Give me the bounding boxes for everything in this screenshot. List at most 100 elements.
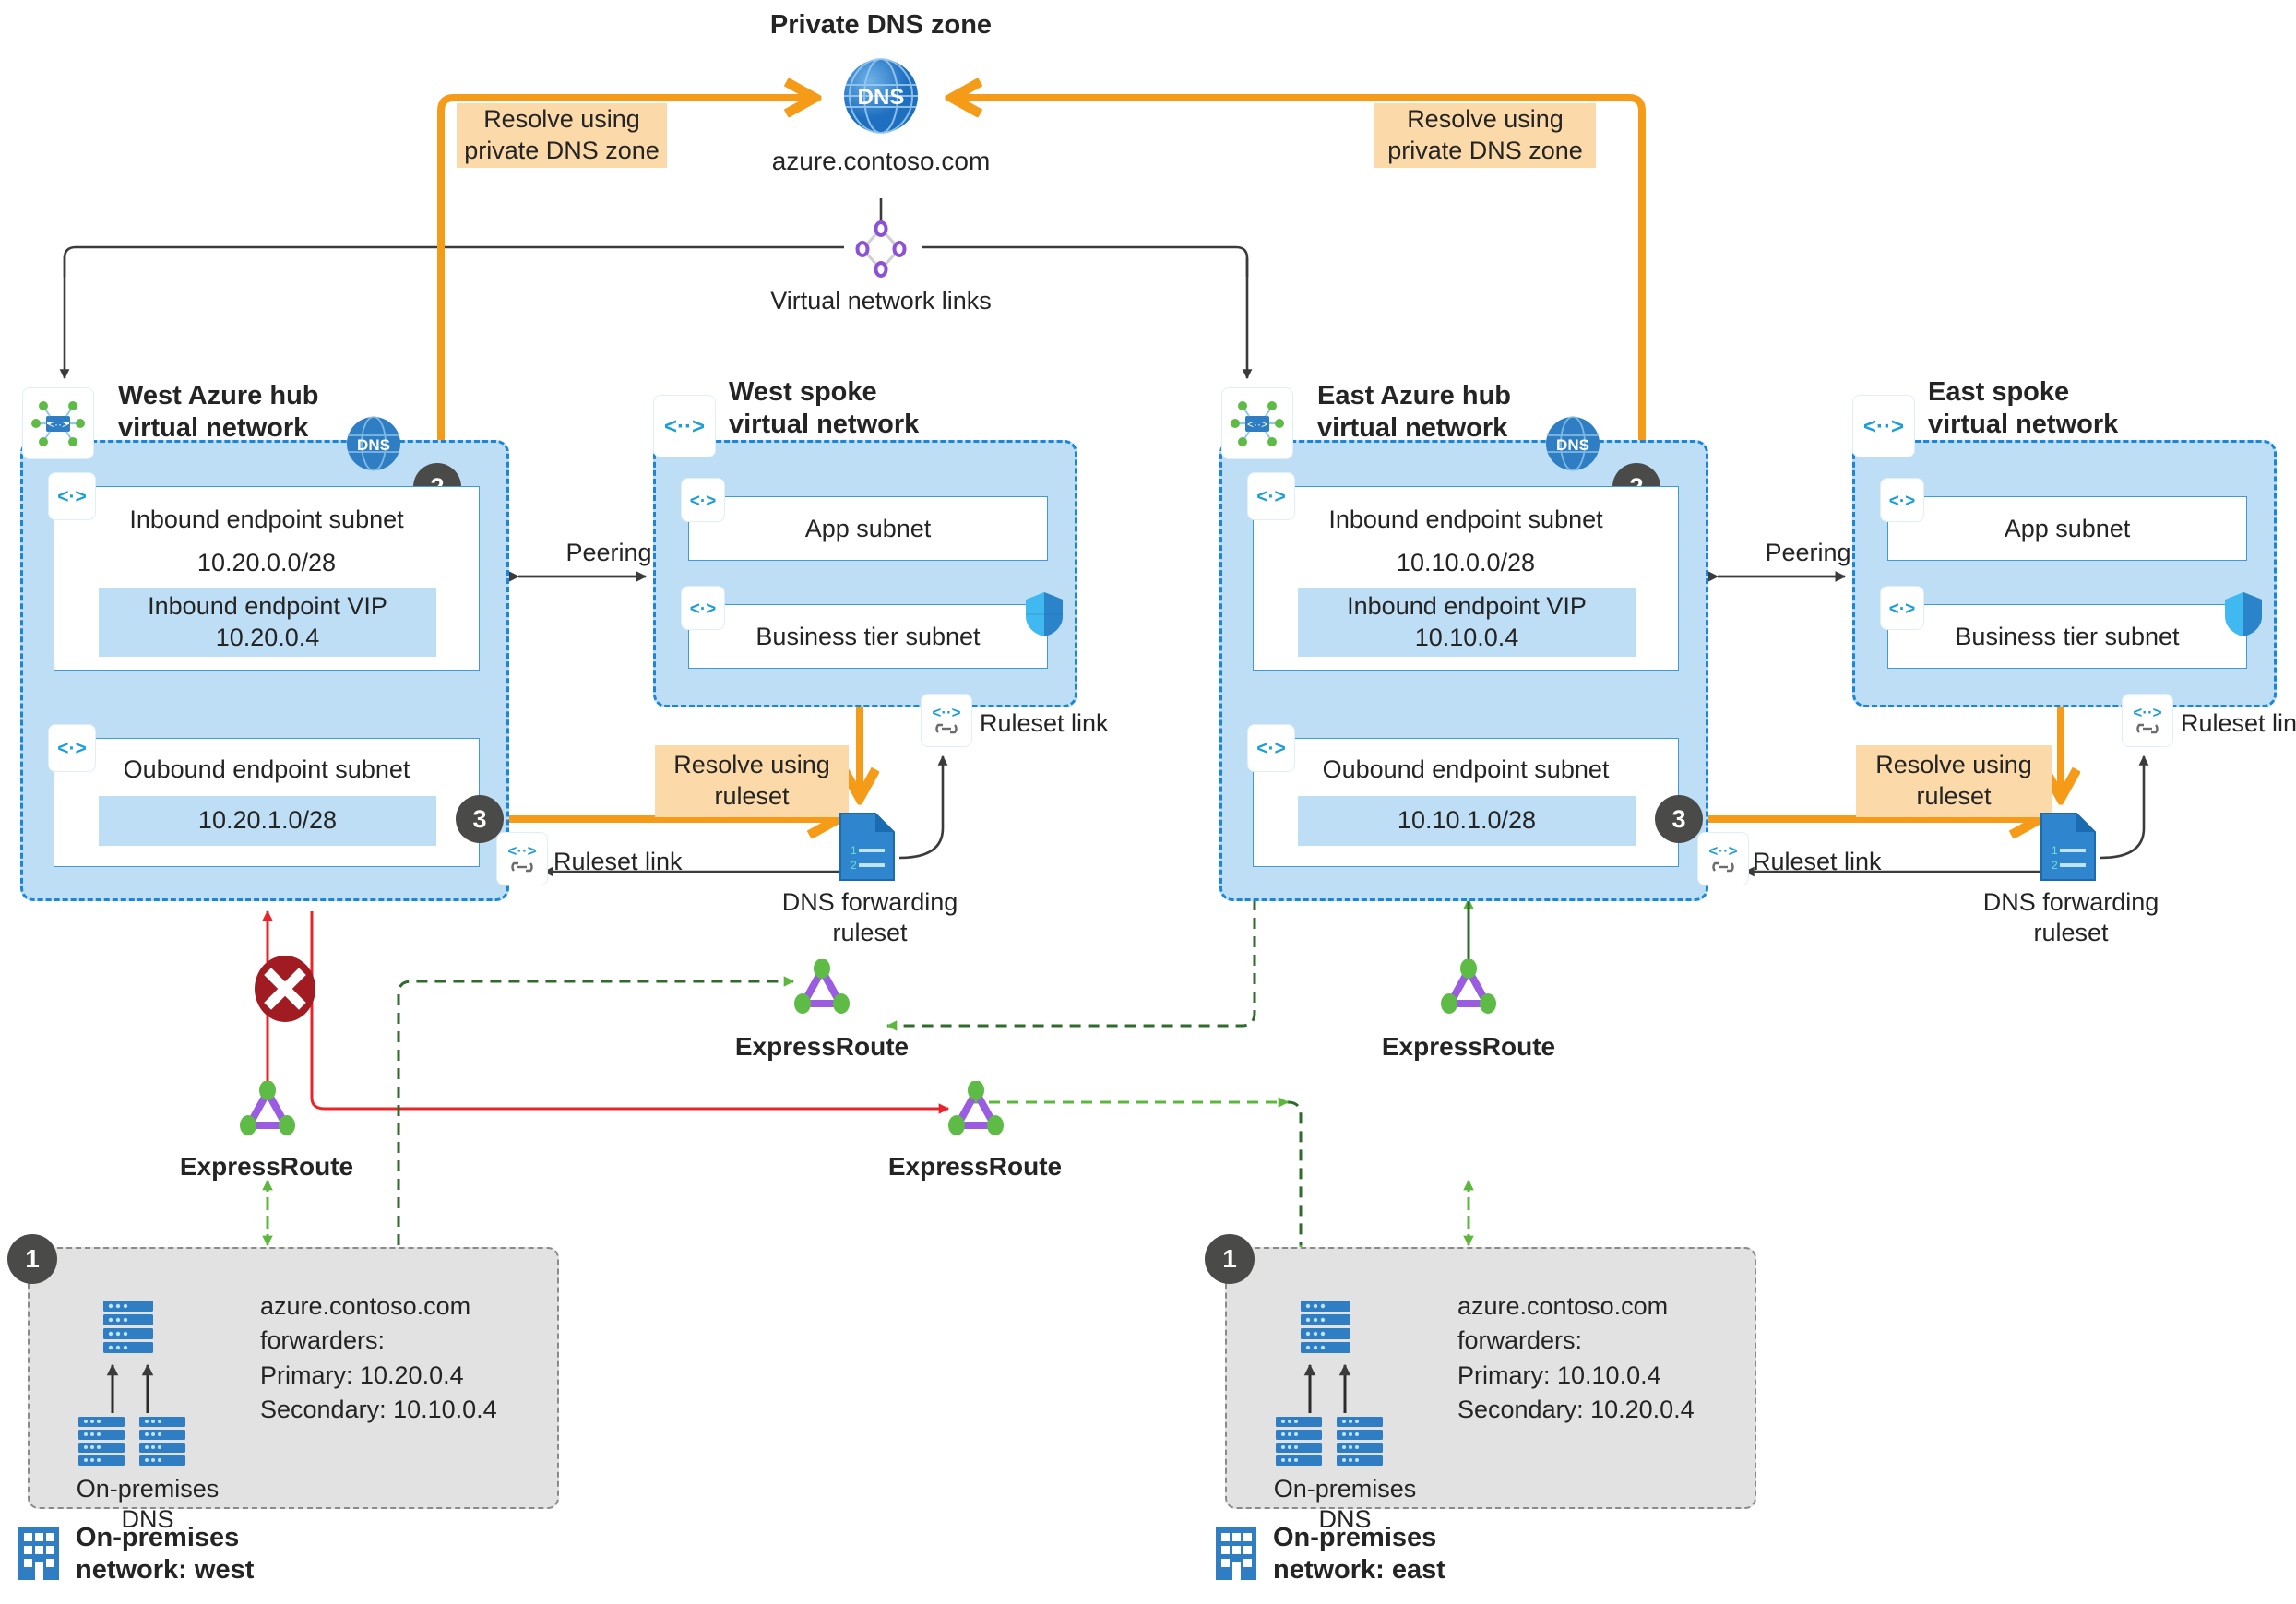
east-hub-dns-icon: DNS bbox=[1544, 415, 1601, 472]
east-inbound-subnet-title: Inbound endpoint subnet bbox=[1328, 505, 1603, 533]
callout-resolve-ruleset-east: Resolve using ruleset bbox=[1856, 745, 2052, 817]
west-step-3-badge: 3 bbox=[456, 795, 504, 843]
west-spoke-vnet-icon: <··> bbox=[653, 395, 716, 457]
blocked-x-icon bbox=[251, 955, 319, 1023]
west-dns-forwarding-ruleset-icon: 1 2 bbox=[835, 810, 899, 884]
west-ruleset-title: DNS forwarding ruleset bbox=[781, 888, 958, 946]
west-outbound-cidr-box: 10.20.1.0/28 bbox=[99, 796, 436, 846]
west-hub-dns-icon: DNS bbox=[345, 415, 402, 472]
svg-text:DNS: DNS bbox=[1556, 436, 1589, 454]
svg-text:<·>: <·> bbox=[1256, 738, 1286, 759]
east-spoke-security-shield-icon bbox=[2223, 590, 2264, 638]
onprem-east-server-arrows bbox=[1303, 1363, 1351, 1413]
svg-text:<·>: <·> bbox=[57, 738, 87, 759]
dns-globe-icon: DNS bbox=[842, 57, 920, 135]
svg-text:<··>: <··> bbox=[48, 418, 68, 431]
expressroute-icon-west-local bbox=[234, 1080, 301, 1138]
svg-text:<··>: <··> bbox=[1863, 414, 1904, 439]
onprem-east-dns-server-icon-right bbox=[1336, 1416, 1384, 1467]
expressroute-icon-east-local bbox=[1435, 958, 1502, 1016]
svg-text:<·>: <·> bbox=[690, 492, 717, 511]
private-dns-zone-name: azure.contoso.com bbox=[771, 147, 991, 175]
east-spoke-business-subnet-label: Business tier subnet bbox=[1955, 622, 2180, 650]
onprem-west-dns-server-icon-top bbox=[101, 1299, 155, 1356]
svg-text:1: 1 bbox=[851, 844, 857, 857]
onprem-west-step-1-badge: 1 bbox=[7, 1234, 57, 1284]
west-spoke-business-subnet-icon: <·> bbox=[681, 586, 725, 630]
east-outbound-subnet-icon: <·> bbox=[1247, 724, 1295, 772]
east-spoke-app-subnet: App subnet bbox=[1887, 496, 2247, 561]
onprem-east-dns-server-icon-left bbox=[1275, 1416, 1323, 1467]
east-outbound-subnet: Oubound endpoint subnet 10.10.1.0/28 bbox=[1253, 738, 1679, 867]
east-spoke-app-subnet-icon: <·> bbox=[1880, 478, 1924, 522]
west-inbound-vip-box: Inbound endpoint VIP 10.20.0.4 bbox=[99, 588, 436, 657]
callout-resolve-ruleset-west: Resolve using ruleset bbox=[655, 745, 849, 817]
onprem-west-server-arrows bbox=[106, 1363, 154, 1413]
svg-text:<··>: <··> bbox=[932, 704, 960, 721]
svg-text:DNS: DNS bbox=[858, 85, 905, 110]
callout-text: Resolve using ruleset bbox=[673, 751, 830, 810]
east-hub-virtual-network-icon: <··> bbox=[1221, 387, 1293, 459]
svg-text:<·>: <·> bbox=[1889, 600, 1916, 619]
west-outbound-cidr: 10.20.1.0/28 bbox=[197, 806, 338, 835]
svg-text:<··>: <··> bbox=[2133, 704, 2161, 721]
callout-text: Resolve using ruleset bbox=[1875, 751, 2032, 810]
onprem-east-step-1-badge: 1 bbox=[1205, 1234, 1255, 1284]
expressroute-icon-mid-left bbox=[789, 958, 855, 1016]
west-spoke-app-subnet-label: App subnet bbox=[804, 514, 932, 542]
west-inbound-cidr: 10.20.0.0/28 bbox=[196, 549, 337, 576]
east-hub-title: East Azure hub virtual network bbox=[1317, 381, 1512, 444]
west-outbound-subnet-icon: <·> bbox=[48, 724, 96, 772]
west-ruleset-link-icon-top: <··> bbox=[921, 694, 972, 747]
onprem-west-forwarders: azure.contoso.com forwarders: Primary: 1… bbox=[260, 1292, 497, 1423]
west-inbound-subnet: Inbound endpoint subnet 10.20.0.0/28 Inb… bbox=[54, 486, 480, 671]
east-ruleset-link-icon-top: <··> bbox=[2122, 694, 2173, 747]
onprem-east-dns-server-icon-top bbox=[1299, 1299, 1352, 1356]
private-dns-zone-title: Private DNS zone bbox=[769, 10, 993, 40]
east-step-3-badge: 3 bbox=[1655, 795, 1703, 843]
east-outbound-cidr-box: 10.10.1.0/28 bbox=[1298, 796, 1636, 846]
peering-west-label: Peering bbox=[565, 539, 652, 566]
svg-text:<··>: <··> bbox=[664, 414, 705, 439]
east-spoke-vnet-icon: <··> bbox=[1852, 395, 1915, 457]
east-outbound-cidr: 10.10.1.0/28 bbox=[1397, 806, 1537, 835]
svg-text:1: 1 bbox=[2052, 844, 2058, 857]
hub-virtual-network-icon: <··> bbox=[22, 387, 94, 459]
vnet-links-connectors bbox=[59, 198, 1253, 380]
svg-text:<··>: <··> bbox=[1708, 842, 1737, 860]
svg-text:<··>: <··> bbox=[507, 842, 536, 860]
callout-text: Resolve using private DNS zone bbox=[464, 105, 660, 164]
east-dns-forwarding-ruleset-icon: 1 2 bbox=[2036, 810, 2100, 884]
east-ruleset-link-icon-left: <··> bbox=[1697, 832, 1749, 885]
east-ruleset-title: DNS forwarding ruleset bbox=[1982, 888, 2159, 946]
east-spoke-business-subnet-icon: <·> bbox=[1880, 586, 1924, 630]
west-inbound-subnet-title: Inbound endpoint subnet bbox=[129, 505, 404, 533]
svg-text:2: 2 bbox=[2052, 859, 2058, 872]
east-ruleset-link-label-left: Ruleset link bbox=[1753, 848, 1882, 875]
east-spoke-title: East spoke virtual network bbox=[1928, 377, 2119, 440]
callout-text: Resolve using private DNS zone bbox=[1387, 105, 1583, 164]
dns-badge-text: DNS bbox=[357, 436, 390, 454]
west-spoke-app-subnet: App subnet bbox=[688, 496, 1048, 561]
west-spoke-app-subnet-icon: <·> bbox=[681, 478, 725, 522]
onprem-west-dns-label: On-premises DNS bbox=[76, 1475, 220, 1533]
east-outbound-subnet-title: Oubound endpoint subnet bbox=[1322, 755, 1610, 783]
west-spoke-security-shield-icon bbox=[1024, 590, 1065, 638]
west-ruleset-link-icon-left: <··> bbox=[496, 832, 548, 885]
svg-text:<·>: <·> bbox=[1889, 492, 1916, 511]
callout-resolve-private-dns-west: Resolve using private DNS zone bbox=[457, 103, 667, 168]
onprem-east-forwarders: azure.contoso.com forwarders: Primary: 1… bbox=[1457, 1292, 1695, 1423]
east-spoke-app-subnet-label: App subnet bbox=[2004, 514, 2131, 542]
west-ruleset-link-label-top: Ruleset link bbox=[980, 709, 1109, 737]
onprem-west-dns-server-icon-right bbox=[138, 1416, 186, 1467]
west-inbound-subnet-icon: <·> bbox=[48, 472, 96, 520]
onprem-west-office-building-icon bbox=[17, 1525, 61, 1582]
expressroute-label-east-local: ExpressRoute bbox=[1381, 1032, 1556, 1061]
vnet-links-label: Virtual network links bbox=[770, 287, 992, 315]
east-inbound-vip-ip: 10.10.0.4 bbox=[1414, 624, 1519, 651]
onprem-west-dns-server-icon-left bbox=[77, 1416, 125, 1467]
east-inbound-cidr: 10.10.0.0/28 bbox=[1396, 549, 1536, 576]
east-inbound-subnet-icon: <·> bbox=[1247, 472, 1295, 520]
east-inbound-vip-box: Inbound endpoint VIP 10.10.0.4 bbox=[1298, 588, 1636, 657]
